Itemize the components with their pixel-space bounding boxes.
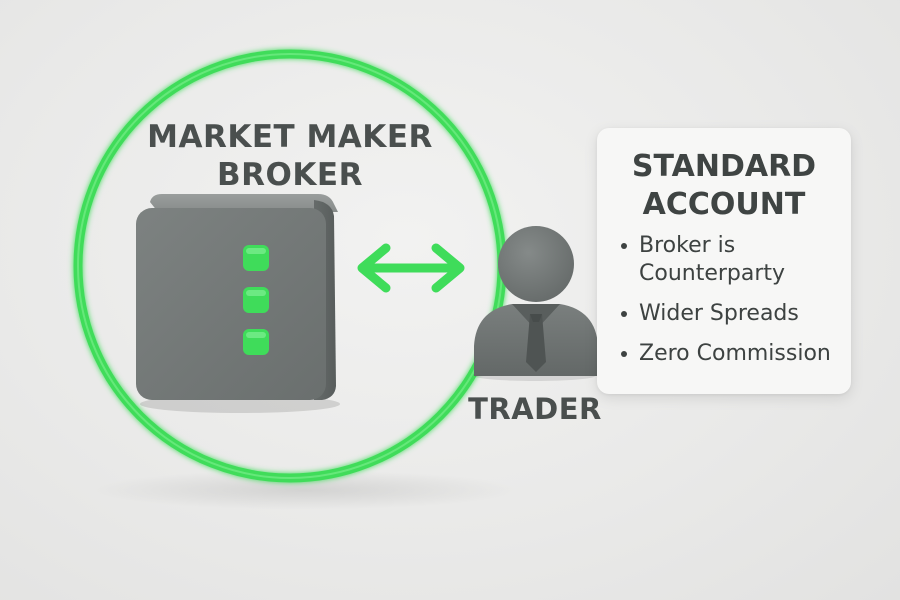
feature-item: Zero Commission [617,340,851,368]
card-title-line2: ACCOUNT [642,187,806,222]
broker-title-line2: BROKER [217,157,363,193]
feature-item: Broker is Counterparty [617,232,851,288]
person-tie-icon [474,226,598,381]
feature-text: Wider Spreads [639,301,799,326]
feature-text: Zero Commission [639,341,831,366]
broker-title: MARKET MAKER BROKER [140,118,440,194]
trader-label: TRADER [468,392,602,426]
bullet-icon [621,311,627,317]
card-title: STANDARD ACCOUNT [597,148,851,224]
feature-text: Broker is Counterparty [639,233,786,286]
feature-list: Broker is Counterparty Wider Spreads Zer… [597,232,851,368]
feature-item: Wider Spreads [617,300,851,328]
broker-title-line1: MARKET MAKER [147,119,433,155]
bullet-icon [621,243,627,249]
bullet-icon [621,351,627,357]
server-cube-icon [136,194,340,413]
double-arrow-icon [357,243,465,293]
card-title-line1: STANDARD [631,149,817,184]
account-info-card: STANDARD ACCOUNT Broker is Counterparty … [597,128,851,394]
